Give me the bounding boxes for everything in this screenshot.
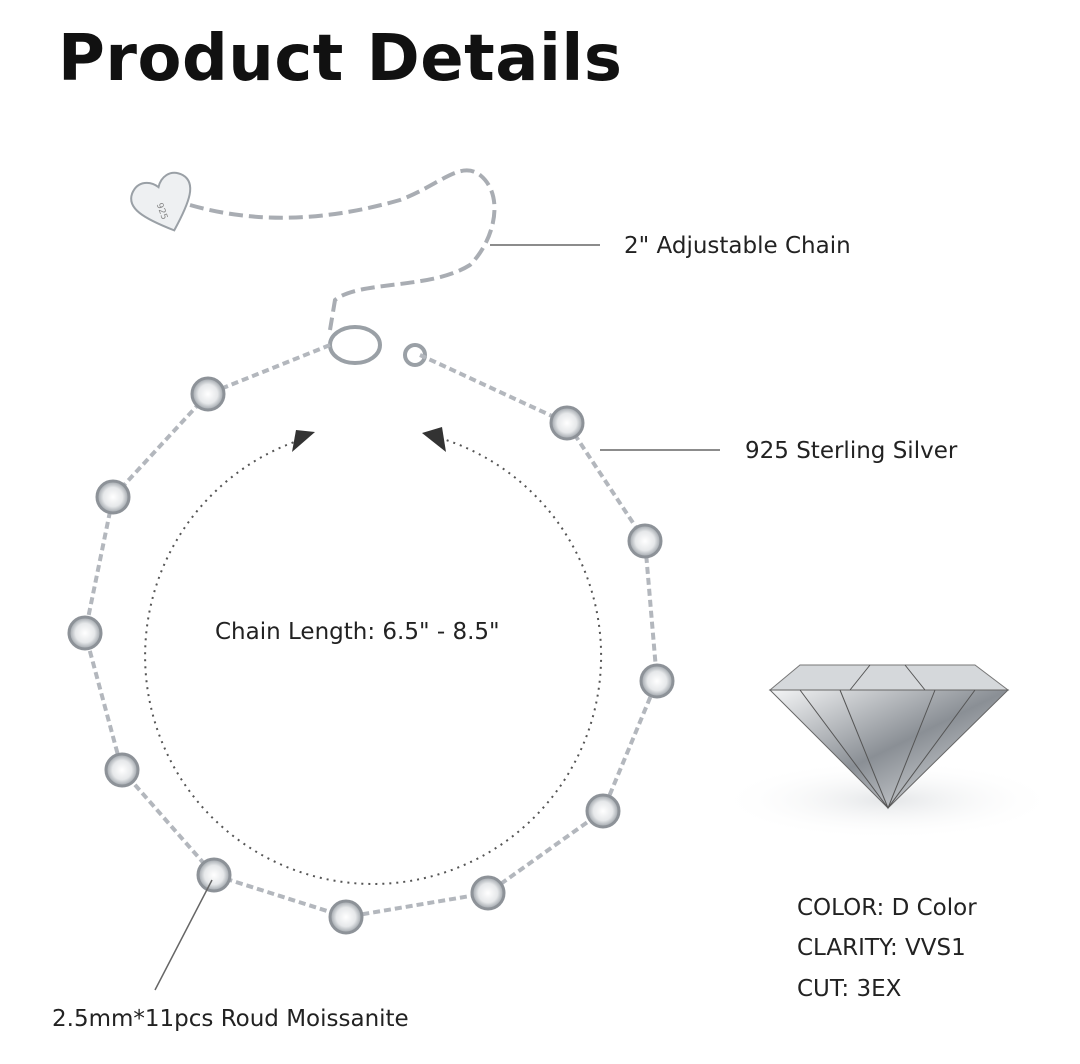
length-dotted-circle xyxy=(144,437,603,885)
moissanite-stone xyxy=(585,793,621,829)
moissanite-stone xyxy=(95,479,131,515)
moissanite-stone xyxy=(104,752,140,788)
diamond-image xyxy=(718,664,1058,840)
material-label: 925 Sterling Silver xyxy=(745,438,958,464)
heart-charm-icon: 925 xyxy=(130,171,192,232)
moissanite-stone xyxy=(639,663,675,699)
extender-chain xyxy=(189,168,497,331)
stones-leader-line xyxy=(154,879,213,991)
arrow-left-icon xyxy=(292,430,315,452)
arrow-right-icon xyxy=(422,427,446,452)
extender-label: 2" Adjustable Chain xyxy=(624,233,851,259)
stones-label: 2.5mm*11pcs Roud Moissanite xyxy=(52,1006,409,1032)
moissanite-stone xyxy=(328,899,364,935)
moissanite-stone xyxy=(627,523,663,559)
moissanite-stone xyxy=(470,875,506,911)
moissanite-stone xyxy=(549,405,585,441)
chain-length-label: Chain Length: 6.5" - 8.5" xyxy=(215,619,500,645)
moissanite-stone xyxy=(196,857,232,893)
lobster-clasp-icon xyxy=(328,325,427,367)
moissanite-stone xyxy=(67,615,103,651)
spec-color: COLOR: D Color xyxy=(797,895,977,921)
moissanite-stones xyxy=(67,376,675,935)
page-title: Product Details xyxy=(58,22,623,96)
moissanite-stone xyxy=(190,376,226,412)
spec-cut: CUT: 3EX xyxy=(797,976,902,1002)
spec-clarity: CLARITY: VVS1 xyxy=(797,935,966,961)
